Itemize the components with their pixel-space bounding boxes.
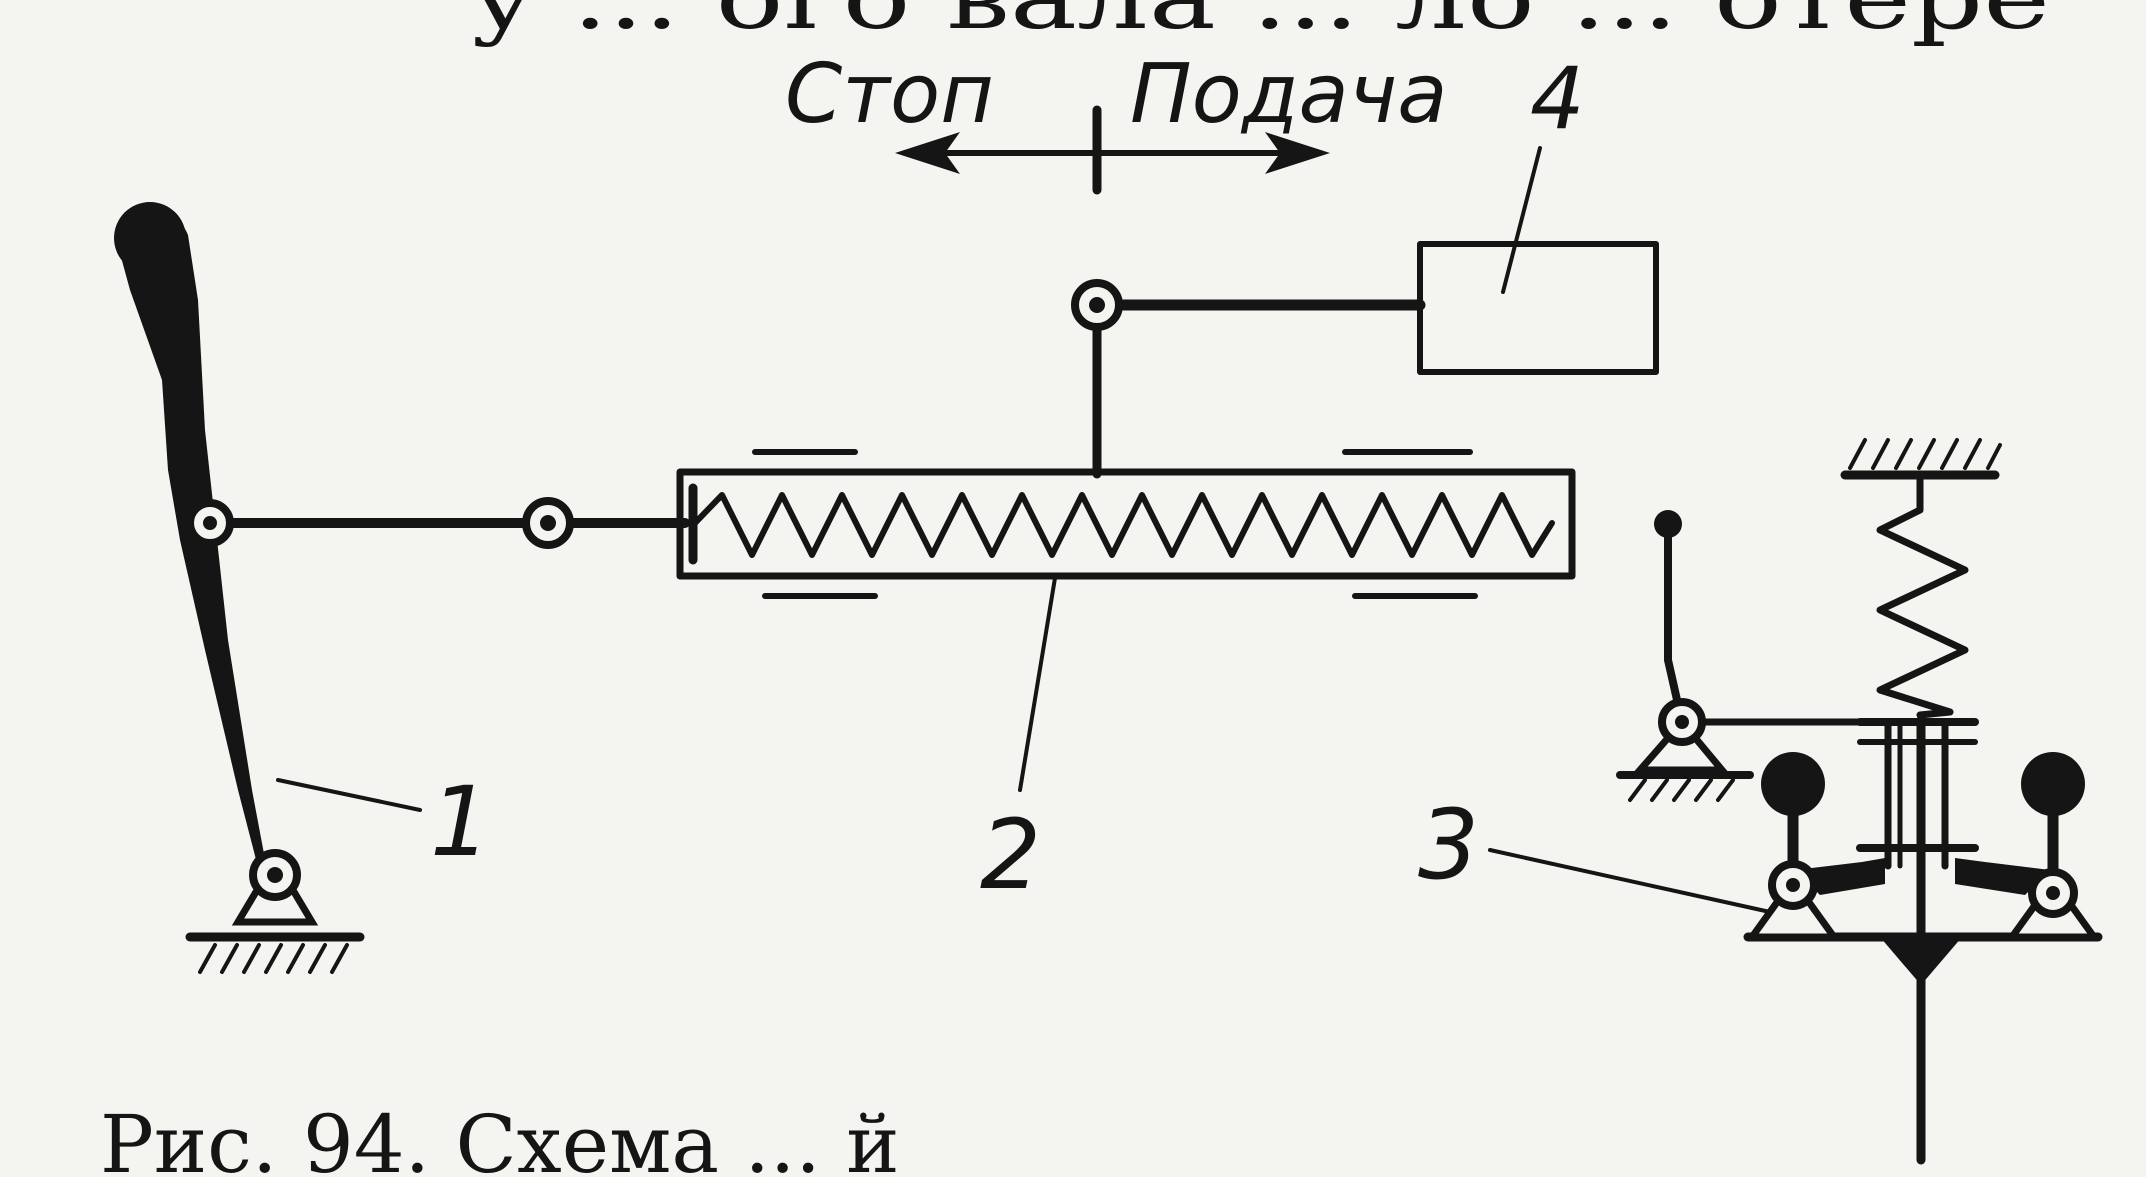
caption-fragment: Рис. 94. Схема ... й xyxy=(100,1098,900,1177)
governor-spring xyxy=(1876,471,1969,719)
governor-leader xyxy=(1488,848,1772,914)
spring-tie-leader xyxy=(1018,576,1057,792)
actuator-leader xyxy=(1501,146,1542,294)
actuator-box xyxy=(1417,241,1659,375)
spring-tie-guides xyxy=(752,449,1478,599)
lever-leader xyxy=(276,778,422,812)
governor-number: 3 xyxy=(1418,789,1479,901)
governor-ground xyxy=(1840,438,2002,480)
lever-pivot xyxy=(186,499,234,547)
spring-tie xyxy=(676,468,1576,580)
stop-label: Стоп xyxy=(785,47,994,142)
flyweight-left xyxy=(1745,752,1885,941)
spring-tie-number: 2 xyxy=(980,799,1041,911)
top-text-fragment: у ... ого вала ... ло ... отере xyxy=(470,0,2050,49)
actuator-number: 4 xyxy=(1530,49,1585,149)
lever-ground-support xyxy=(185,849,365,974)
rod-joint xyxy=(522,497,574,549)
actuator-pivot xyxy=(1071,279,1123,331)
lever-number: 1 xyxy=(430,766,491,878)
control-lever xyxy=(114,202,268,875)
feed-label: Подача xyxy=(1130,47,1447,142)
flyweight-right xyxy=(1955,752,2101,941)
governor-bell-crank xyxy=(1616,510,1876,802)
direction-double-arrow xyxy=(895,105,1330,195)
